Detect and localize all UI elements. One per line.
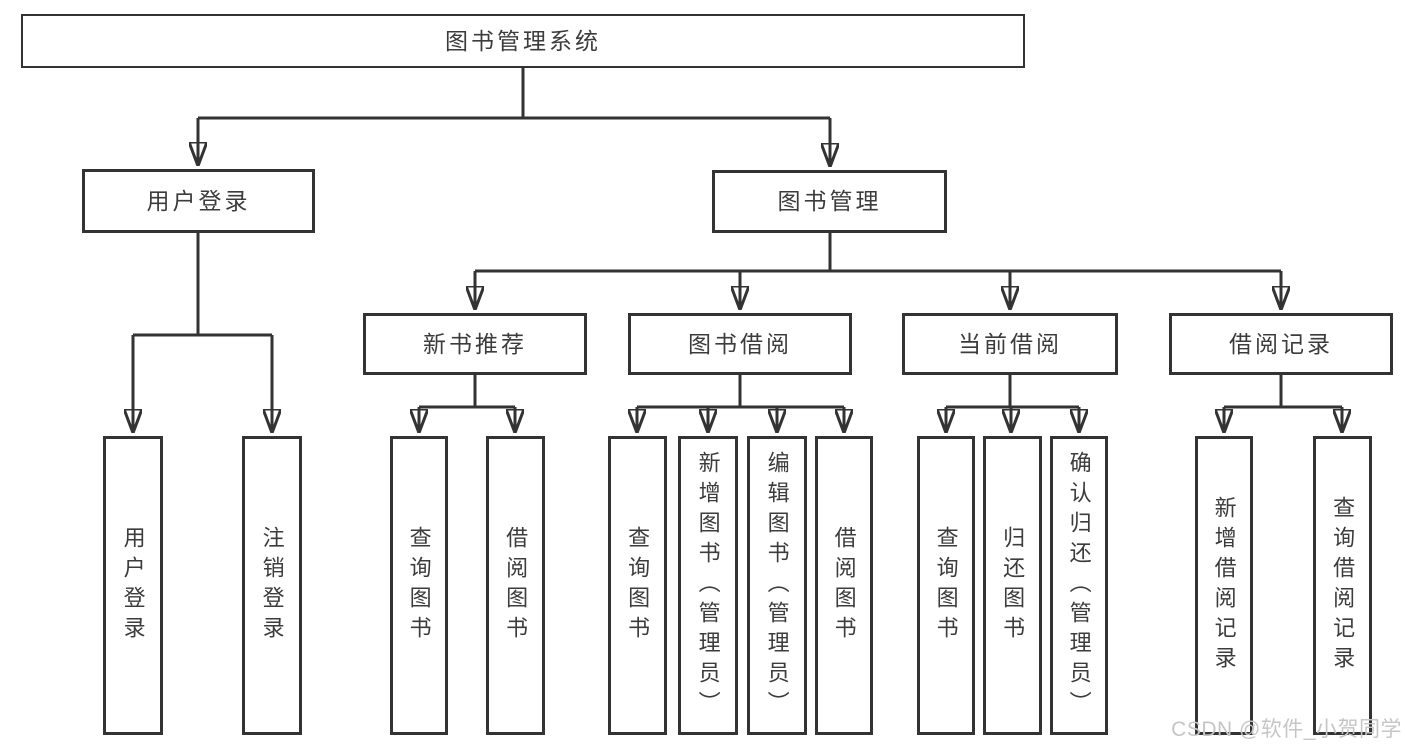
leaf-label: 归还图书 bbox=[1000, 525, 1026, 646]
edge-root-split bbox=[198, 68, 830, 120]
edge-current-borrow-split bbox=[946, 375, 1079, 409]
leaf-label: 查询图书 bbox=[625, 525, 651, 646]
node-label: 用户登录 bbox=[146, 187, 251, 214]
node-borrow-records: 借阅记录 bbox=[1169, 313, 1393, 375]
leaf-query-borrow-record: 查询借阅记录 bbox=[1313, 436, 1372, 735]
leaf-label: 查询图书 bbox=[933, 525, 959, 646]
leaf-user-login: 用户登录 bbox=[103, 436, 163, 735]
leaf-logout: 注销登录 bbox=[242, 436, 302, 735]
leaf-add-borrow-record: 新增借阅记录 bbox=[1195, 436, 1253, 735]
node-label: 新书推荐 bbox=[423, 330, 527, 357]
node-label: 借阅记录 bbox=[1229, 330, 1333, 357]
node-label: 图书借阅 bbox=[688, 330, 792, 357]
edge-new-book-recommend-split bbox=[419, 375, 515, 409]
leaf-borrow-books-2: 借阅图书 bbox=[815, 436, 873, 735]
leaf-label: 新增借阅记录 bbox=[1211, 495, 1237, 676]
node-user-login: 用户登录 bbox=[82, 169, 315, 233]
leaf-label: 用户登录 bbox=[120, 525, 146, 646]
leaf-label: 查询图书 bbox=[406, 525, 432, 646]
node-label: 图书管理 bbox=[777, 188, 882, 214]
leaf-label: 确认归还（管理员） bbox=[1066, 450, 1092, 721]
leaf-label: 新增图书（管理员） bbox=[695, 450, 721, 721]
edge-user-login-split bbox=[133, 233, 272, 337]
watermark: CSDN @软件_小贺同学 bbox=[1171, 718, 1402, 741]
leaf-label: 借阅图书 bbox=[831, 525, 857, 646]
leaf-confirm-return-admin: 确认归还（管理员） bbox=[1050, 436, 1108, 735]
edge-book-management-split bbox=[475, 233, 1281, 273]
leaf-return-book: 归还图书 bbox=[983, 436, 1042, 735]
edge-borrow-records-split bbox=[1224, 375, 1342, 409]
leaf-edit-book-admin: 编辑图书（管理员） bbox=[747, 436, 807, 735]
node-book-borrow: 图书借阅 bbox=[628, 313, 852, 375]
leaf-label: 注销登录 bbox=[259, 525, 285, 646]
leaf-add-book-admin: 新增图书（管理员） bbox=[678, 436, 738, 735]
node-current-borrow: 当前借阅 bbox=[902, 313, 1118, 375]
node-book-management: 图书管理 bbox=[712, 170, 947, 233]
node-label: 图书管理系统 bbox=[445, 27, 601, 54]
leaf-label: 借阅图书 bbox=[503, 525, 529, 646]
edge-book-borrow-split bbox=[637, 375, 844, 409]
node-library-system: 图书管理系统 bbox=[21, 14, 1025, 68]
node-new-book-recommend: 新书推荐 bbox=[363, 313, 587, 375]
leaf-borrow-books-1: 借阅图书 bbox=[486, 436, 545, 735]
leaf-query-books-3: 查询图书 bbox=[917, 436, 975, 735]
node-label: 当前借阅 bbox=[958, 330, 1062, 357]
leaf-query-books-1: 查询图书 bbox=[390, 436, 448, 735]
leaf-label: 查询借阅记录 bbox=[1330, 495, 1356, 676]
leaf-label: 编辑图书（管理员） bbox=[764, 450, 790, 721]
leaf-query-books-2: 查询图书 bbox=[608, 436, 667, 735]
